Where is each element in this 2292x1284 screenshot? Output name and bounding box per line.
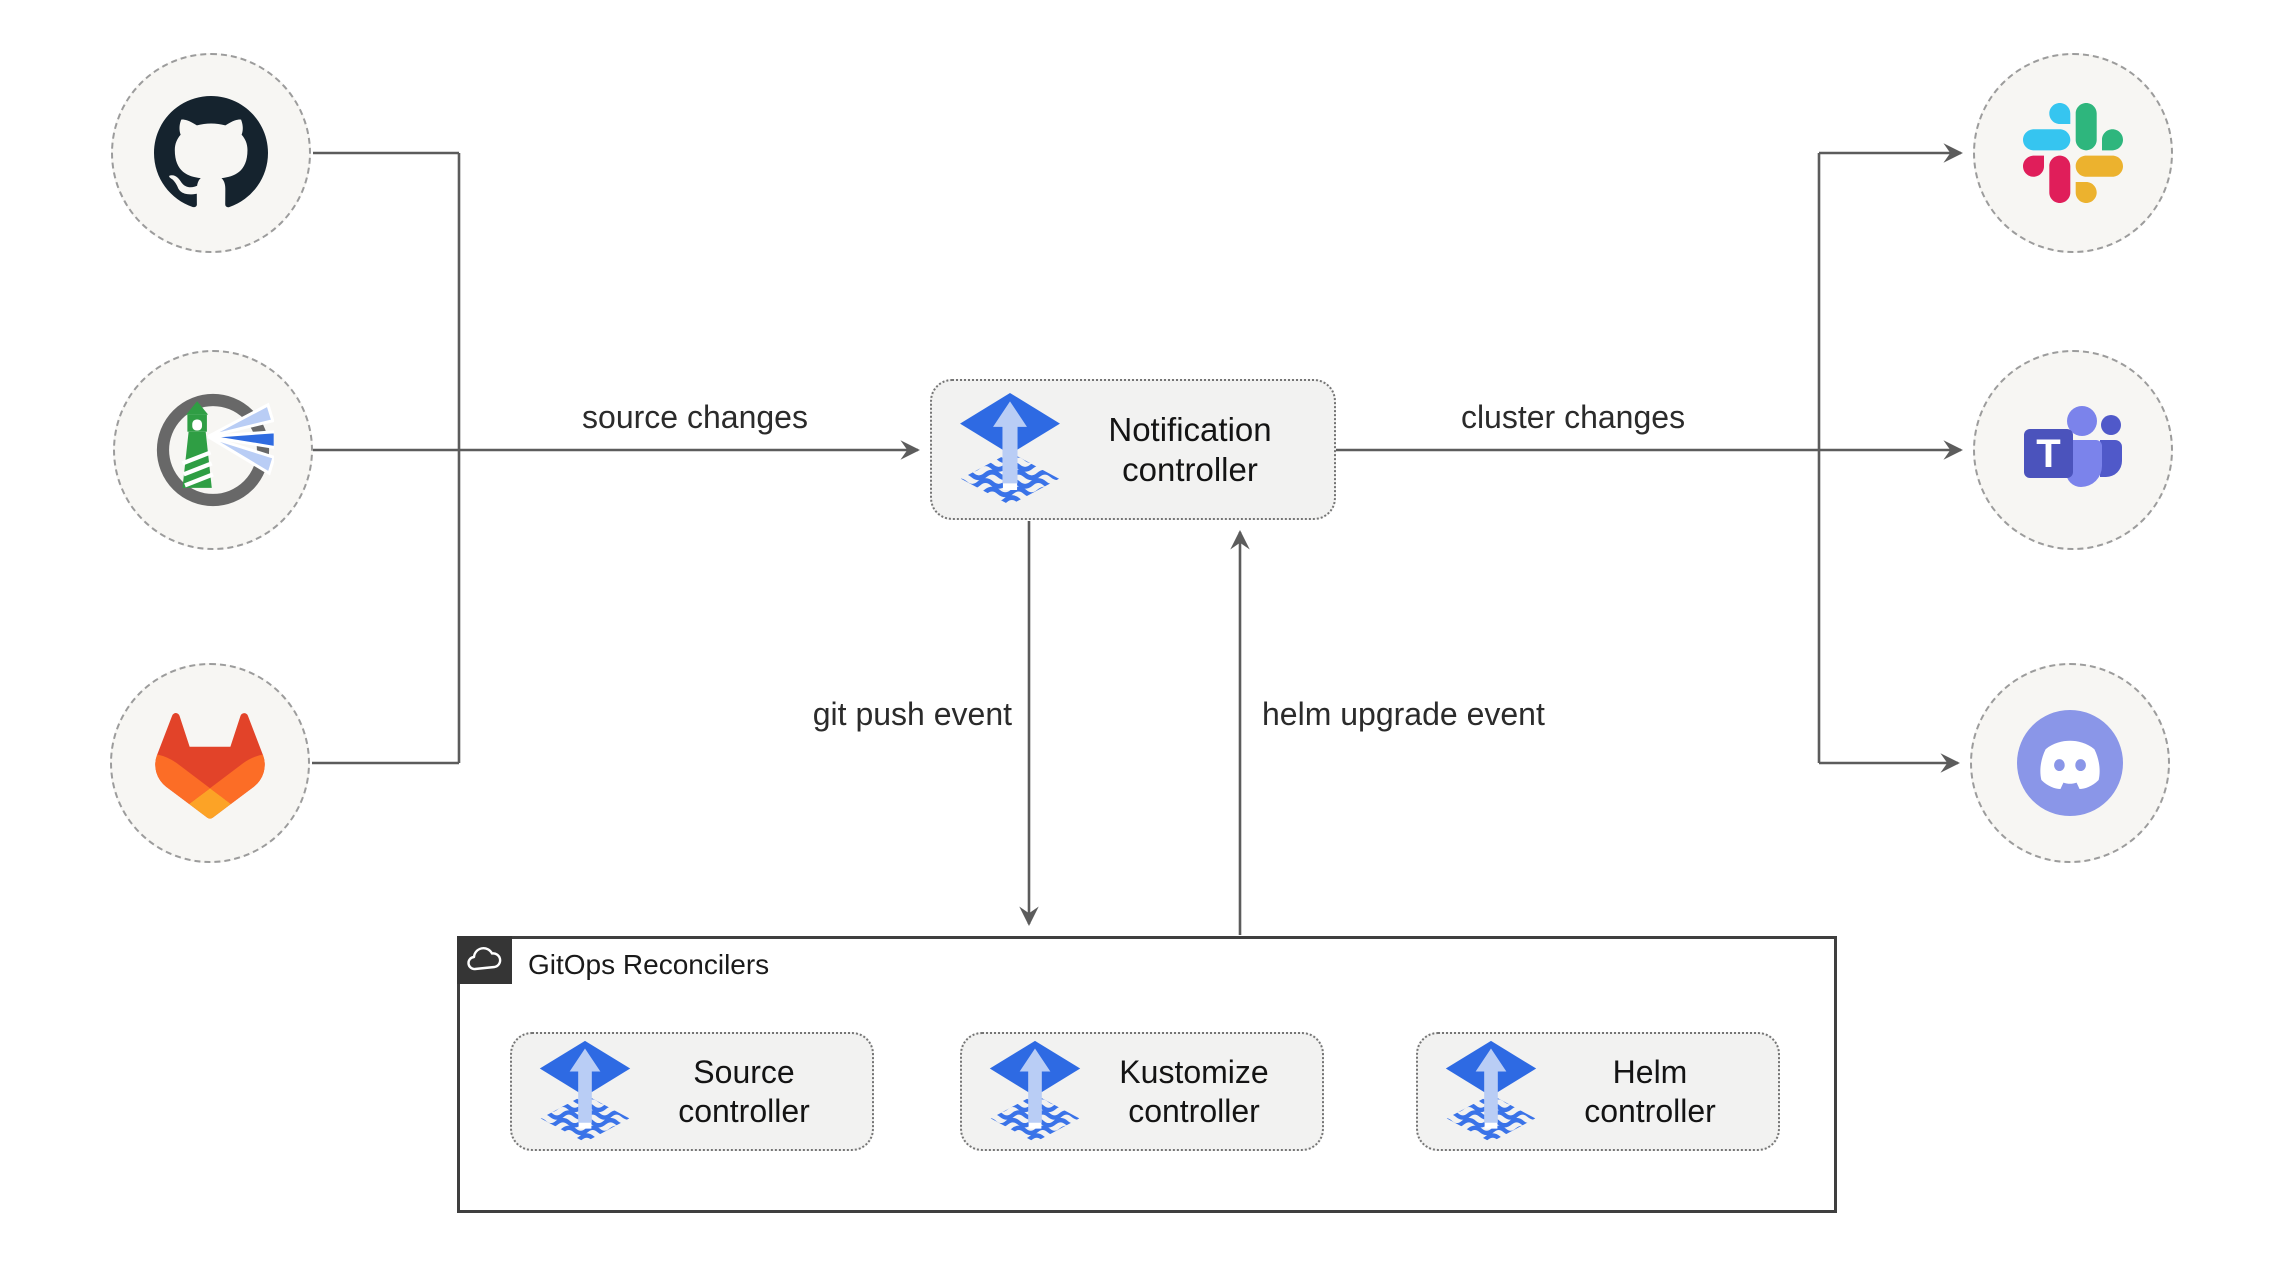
svg-text:T: T <box>2036 432 2060 476</box>
label-helm-upgrade-event: helm upgrade event <box>1262 696 1545 732</box>
node-harbor <box>113 350 313 550</box>
label-cluster-changes: cluster changes <box>1460 399 1686 435</box>
notification-controller-label: Notification controller <box>1108 410 1272 488</box>
helm-controller-label: Helm controller <box>1584 1054 1716 1129</box>
node-github <box>111 53 311 253</box>
gitops-badge <box>457 936 512 984</box>
discord-icon <box>2017 710 2123 816</box>
label-git-push-event: git push event <box>812 696 1012 732</box>
flux-icon <box>988 1040 1082 1144</box>
flux-icon <box>958 392 1062 507</box>
github-icon <box>154 96 268 208</box>
node-discord <box>1970 663 2170 863</box>
node-source-controller: Source controller <box>510 1032 874 1151</box>
microsoft-teams-icon: T <box>2024 406 2122 487</box>
source-controller-label: Source controller <box>678 1054 810 1129</box>
label-source-changes: source changes <box>582 399 808 435</box>
harbor-icon <box>156 393 274 507</box>
cloud-icon <box>466 947 501 971</box>
gitlab-icon <box>155 713 265 819</box>
node-gitlab <box>110 663 310 863</box>
node-notification-controller: Notification controller <box>930 379 1336 520</box>
kustomize-controller-label: Kustomize controller <box>1119 1054 1269 1129</box>
node-kustomize-controller: Kustomize controller <box>960 1032 1324 1151</box>
node-slack <box>1973 53 2173 253</box>
node-helm-controller: Helm controller <box>1416 1032 1780 1151</box>
node-teams: T <box>1973 350 2173 550</box>
gitops-container-label: GitOps Reconcilers <box>528 949 770 980</box>
flux-icon <box>1444 1040 1538 1144</box>
flux-icon <box>538 1040 632 1144</box>
slack-icon <box>2023 103 2123 203</box>
